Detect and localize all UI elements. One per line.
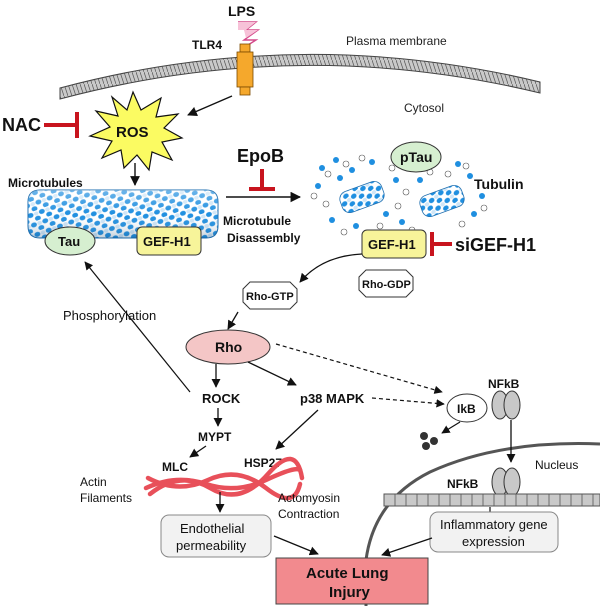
cytosol-label: Cytosol — [404, 101, 444, 115]
lps-lightning-icon — [238, 21, 261, 51]
sigef-h1-inhibition-bar — [430, 232, 452, 256]
ptau-protein — [390, 141, 442, 173]
inflammatory-gene-label-line1: Inflammatory gene — [440, 517, 548, 532]
rho-gtp-label: Rho-GTP — [246, 291, 294, 303]
endothelial-permeability-box — [160, 514, 272, 558]
gef-h1-label-right: GEF-H1 — [368, 237, 416, 252]
gef-h1-box-right — [361, 229, 427, 259]
ros-starburst — [88, 90, 184, 172]
nfkb-nucleus-label: NFkB — [447, 477, 479, 491]
mypt-label: MYPT — [198, 430, 232, 444]
gef-h1-to-rho-gtp-arrow — [299, 253, 363, 283]
acute-lung-injury-label-line2: Injury — [329, 584, 370, 601]
nfkb-top-label: NFkB — [488, 377, 520, 391]
rho-gtp-to-rho-arrow — [227, 311, 239, 330]
microtubule-bundle — [27, 189, 219, 239]
rho-to-ikb-dashed-arrow — [275, 343, 443, 394]
rho-to-p38-arrow — [247, 361, 297, 386]
actomyosin-label-line2: Contraction — [278, 507, 339, 521]
inflammatory-gene-label-line2: expression — [462, 534, 525, 549]
plasma-membrane-label: Plasma membrane — [346, 34, 447, 48]
ikb-protein — [446, 393, 488, 423]
rock-to-tau-phosphorylation-arrow — [84, 261, 191, 393]
endothelial-permeability-label-line2: permeability — [176, 538, 247, 553]
acute-lung-injury-box — [275, 557, 429, 605]
p38-mapk-label: p38 MAPK — [300, 391, 365, 406]
tau-protein — [44, 226, 96, 256]
gef-h1-box-left — [136, 226, 202, 256]
actin-filaments-label-line1: Actin — [80, 475, 107, 489]
p38-to-hsp27-arrow — [275, 409, 319, 450]
tlr4-label: TLR4 — [192, 38, 222, 52]
ros-label: ROS — [116, 124, 149, 141]
nac-label: NAC — [2, 115, 41, 135]
rho-gtp-box — [242, 281, 298, 310]
nucleus-envelope — [364, 442, 600, 606]
nucleus-label: Nucleus — [535, 458, 578, 472]
microtubule-disassembly-label-line1: Microtubule — [223, 214, 291, 228]
expression-to-ali-arrow — [381, 537, 433, 557]
epob-inhibition-bar — [249, 169, 275, 191]
ptau-label: pTau — [400, 149, 432, 165]
microtubule-disassembly-label-line2: Disassembly — [227, 231, 301, 245]
ikb-degradation-arrow — [441, 421, 461, 434]
degraded-ikb-dots — [420, 432, 438, 450]
rho-gdp-box — [358, 269, 414, 298]
sigef-h1-label: siGEF-H1 — [455, 235, 536, 255]
nac-inhibition-bar — [44, 112, 79, 138]
inflammatory-gene-expression-box — [429, 511, 559, 553]
microtubules-label: Microtubules — [8, 176, 83, 190]
actomyosin-label-line1: Actomyosin — [278, 491, 340, 505]
nfkb-dimer-top — [491, 390, 521, 420]
actin-filaments-label-line2: Filaments — [80, 491, 132, 505]
tlr4-to-ros-arrow — [187, 95, 233, 117]
actin-filaments — [143, 456, 305, 501]
mypt-to-mlc-arrow — [189, 445, 207, 458]
rho-label: Rho — [215, 339, 242, 355]
rho-gdp-label: Rho-GDP — [362, 279, 411, 291]
plasma-membrane — [59, 53, 541, 100]
dna-strand — [383, 493, 600, 507]
mlc-label: MLC — [162, 460, 188, 474]
lps-label: LPS — [228, 3, 255, 19]
epob-label: EpoB — [237, 146, 284, 166]
nfkb-dimer-nucleus — [491, 467, 521, 497]
tau-label: Tau — [58, 234, 80, 249]
phosphorylation-label: Phosphorylation — [63, 308, 156, 323]
permeability-to-ali-arrow — [273, 535, 319, 556]
tlr4-receptor — [236, 43, 254, 96]
rock-label: ROCK — [202, 391, 241, 406]
p38-to-ikb-dashed-arrow — [371, 397, 445, 408]
tubulin-label: Tubulin — [474, 176, 524, 192]
gef-h1-label-left: GEF-H1 — [143, 234, 191, 249]
acute-lung-injury-label-line1: Acute Lung — [306, 565, 389, 582]
ikb-label: IkB — [457, 402, 476, 416]
rho-protein — [185, 329, 271, 365]
endothelial-permeability-label-line1: Endothelial — [180, 521, 244, 536]
